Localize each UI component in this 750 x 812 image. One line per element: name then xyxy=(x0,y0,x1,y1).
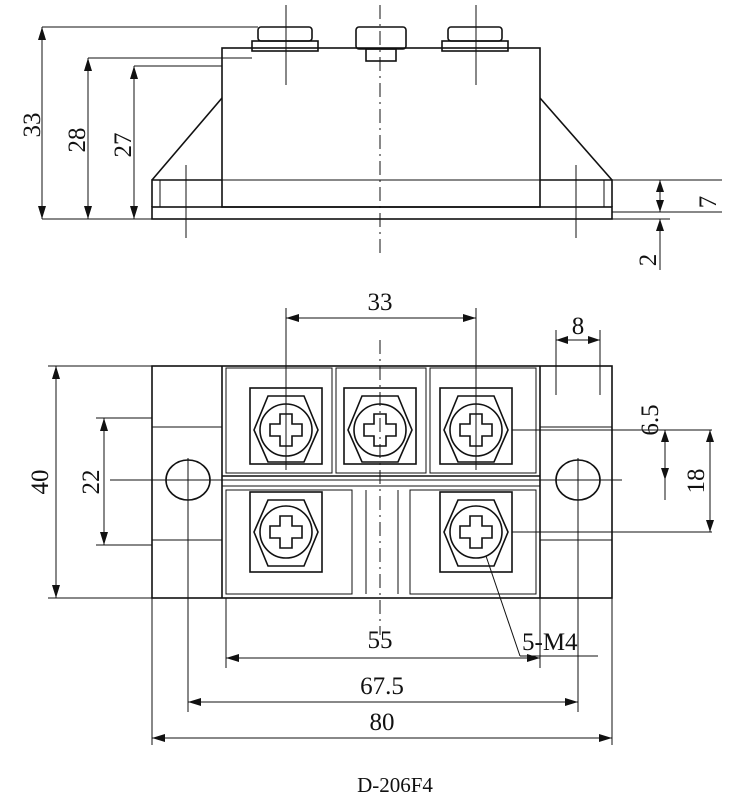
dim-base-thickness: 2 xyxy=(612,218,670,270)
side-left-foot xyxy=(151,179,222,207)
top-view: 33 8 6.5 18 xyxy=(27,289,714,745)
dim-screw-offset-label: 6.5 xyxy=(637,404,664,435)
dim-base-thickness-label: 2 xyxy=(635,254,662,267)
dim-hole-width-label: 18 xyxy=(683,469,710,494)
dim-inner-length: 55 xyxy=(225,598,541,668)
dim-height-total: 33 xyxy=(19,26,258,220)
screw-spec-label: 5-M4 xyxy=(522,629,578,656)
dim-mount-height-label: 7 xyxy=(695,196,722,209)
top-outline xyxy=(151,365,613,599)
dim-hole-width: 18 xyxy=(512,430,714,533)
dim-mount-height: 7 xyxy=(612,179,722,213)
dim-length: 80 xyxy=(151,598,613,745)
side-view: 33 28 27 7 xyxy=(19,5,722,270)
side-terminal-nut-center xyxy=(355,26,407,62)
model-caption: D-206F4 xyxy=(357,773,433,797)
dim-terminal-pitch: 33 xyxy=(286,289,476,322)
dim-terminal-pitch-label: 33 xyxy=(368,289,393,316)
dim-hole-spacing: 22 xyxy=(78,417,152,546)
dim-height-body: 28 xyxy=(64,57,252,219)
dim-height-base: 27 xyxy=(110,65,222,219)
dim-mount-offset: 8 xyxy=(555,313,601,395)
dim-width-label: 40 xyxy=(27,470,54,495)
side-terminal-nut-right xyxy=(441,26,509,52)
side-base-plate xyxy=(151,206,613,220)
screw-spec-callout: 5-M4 xyxy=(485,555,598,657)
dim-inner-length-label: 55 xyxy=(368,627,393,654)
dim-screw-offset: 6.5 xyxy=(512,404,712,500)
dim-height-base-label: 27 xyxy=(110,133,137,158)
dim-mount-offset-label: 8 xyxy=(572,313,585,340)
screw-bottom-right xyxy=(439,491,513,573)
dim-length-label: 80 xyxy=(370,709,395,736)
dim-hole-distance-label: 67.5 xyxy=(360,673,404,700)
side-terminal-nut-left xyxy=(251,26,319,52)
side-body xyxy=(221,47,541,208)
dim-height-total-label: 33 xyxy=(19,113,46,138)
dim-height-body-label: 28 xyxy=(64,128,91,153)
dim-hole-spacing-label: 22 xyxy=(78,470,105,495)
dim-width: 40 xyxy=(27,365,152,599)
screw-bottom-left xyxy=(249,491,323,573)
dim-hole-distance: 67.5 xyxy=(188,673,578,706)
